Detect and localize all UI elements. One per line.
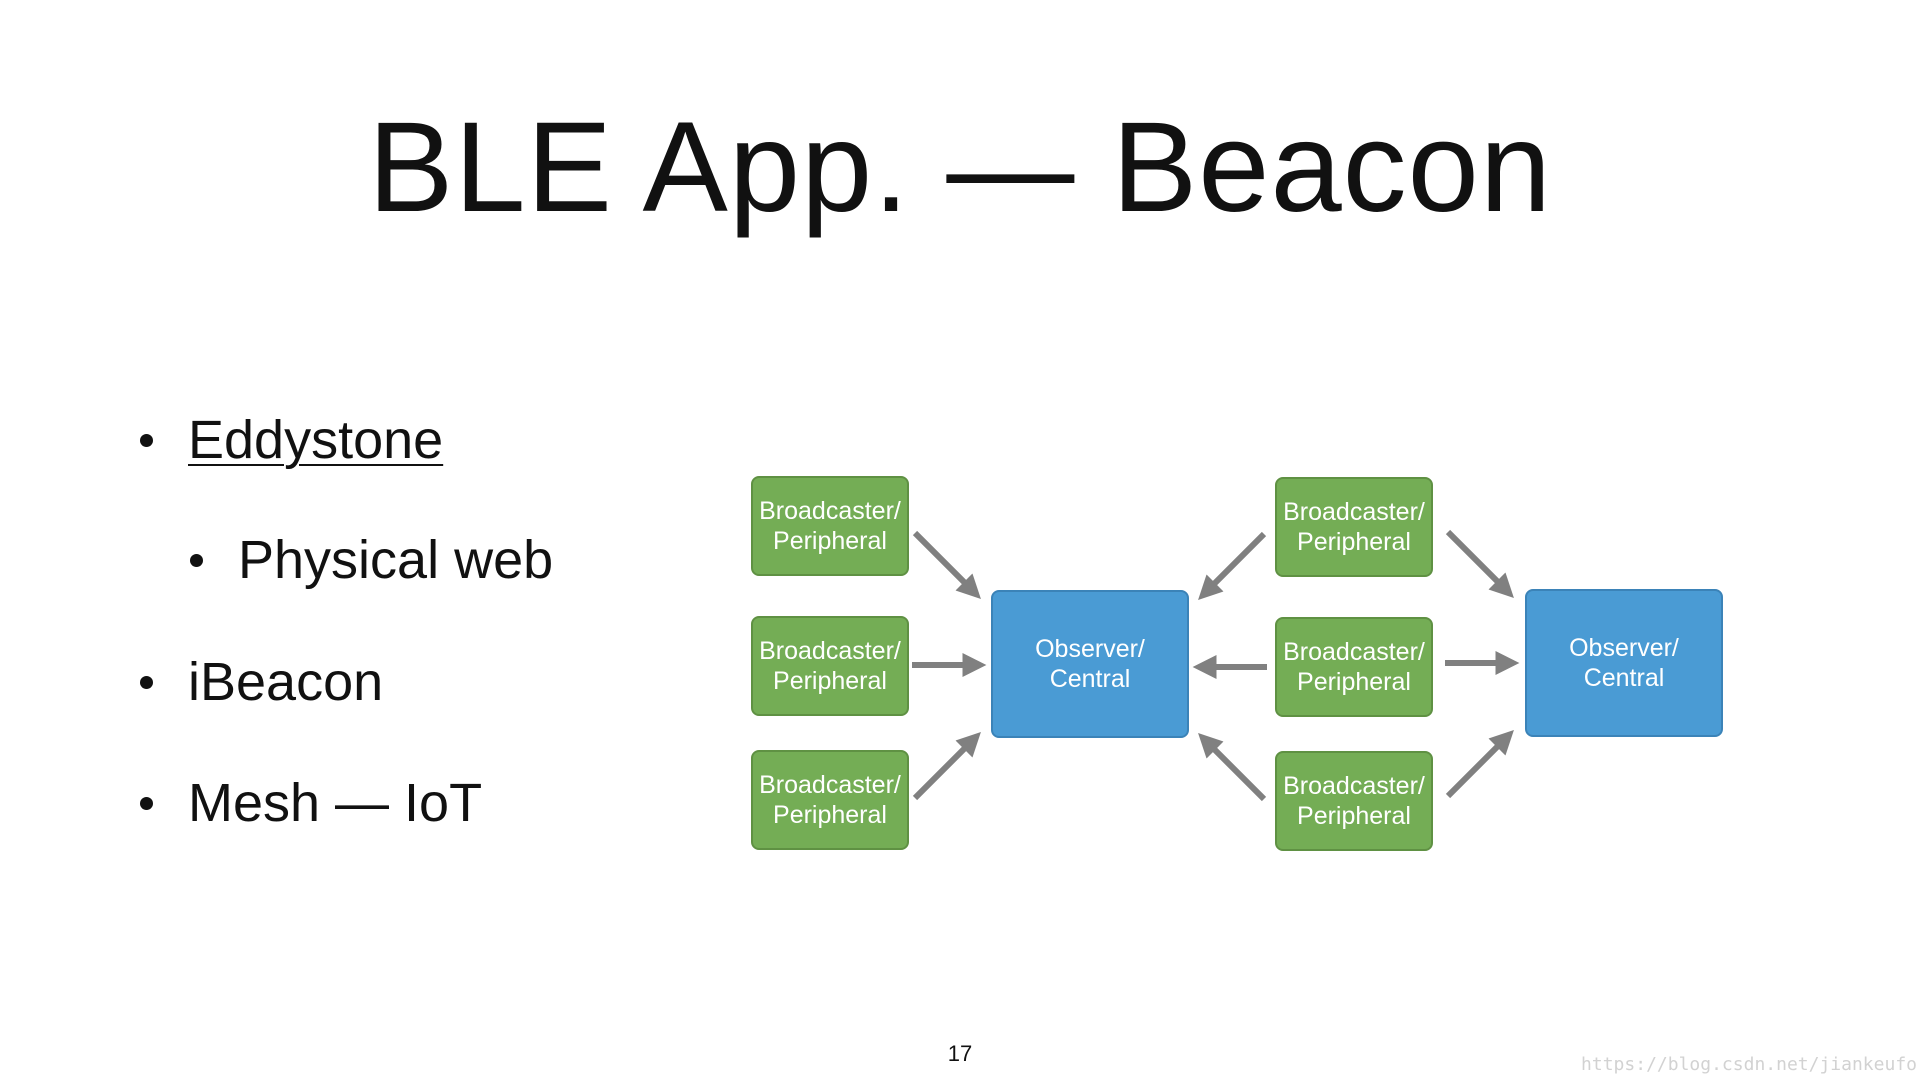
bullet-dot <box>140 797 153 810</box>
broadcaster-peripheral-node: Broadcaster/ Peripheral <box>1275 751 1433 851</box>
arrow-bp-right-3-to-oc-2 <box>1445 730 1514 799</box>
broadcaster-peripheral-node: Broadcaster/ Peripheral <box>751 616 909 716</box>
bullet-item-mesh-iot: Mesh — IoT <box>140 771 483 835</box>
observer-central-node: Observer/ Central <box>1525 589 1723 737</box>
watermark-url: https://blog.csdn.net/jiankeufo <box>1581 1054 1917 1075</box>
bullet-dot <box>140 676 153 689</box>
slide-title: BLE App. — Beacon <box>368 96 1552 239</box>
bullet-item-eddystone: Eddystone <box>140 408 444 472</box>
arrow-bp-right-1-to-oc-1 <box>1198 531 1267 600</box>
bullet-text: Physical web <box>238 530 554 590</box>
bullet-list: Eddystone Physical web iBeacon Mesh — Io… <box>0 0 700 900</box>
arrow-bp-left-3-to-oc-1 <box>912 732 981 801</box>
broadcaster-peripheral-node: Broadcaster/ Peripheral <box>1275 617 1433 717</box>
observer-central-node: Observer/ Central <box>991 590 1189 738</box>
arrow-bp-right-1-to-oc-2 <box>1445 529 1514 598</box>
broadcaster-peripheral-node: Broadcaster/ Peripheral <box>751 476 909 576</box>
bullet-item-physical-web: Physical web <box>190 528 554 592</box>
arrow-bp-right-3-to-oc-1 <box>1198 733 1267 802</box>
page-number: 17 <box>947 1041 973 1066</box>
bullet-text: iBeacon <box>188 652 384 712</box>
bullet-item-ibeacon: iBeacon <box>140 650 384 714</box>
bullet-dot <box>190 554 203 567</box>
broadcaster-peripheral-node: Broadcaster/ Peripheral <box>1275 477 1433 577</box>
bullet-dot <box>140 434 153 447</box>
broadcaster-peripheral-node: Broadcaster/ Peripheral <box>751 750 909 850</box>
bullet-text: Mesh — IoT <box>188 773 483 833</box>
arrow-bp-left-1-to-oc-1 <box>912 530 981 599</box>
eddystone-link[interactable]: Eddystone <box>188 410 444 470</box>
